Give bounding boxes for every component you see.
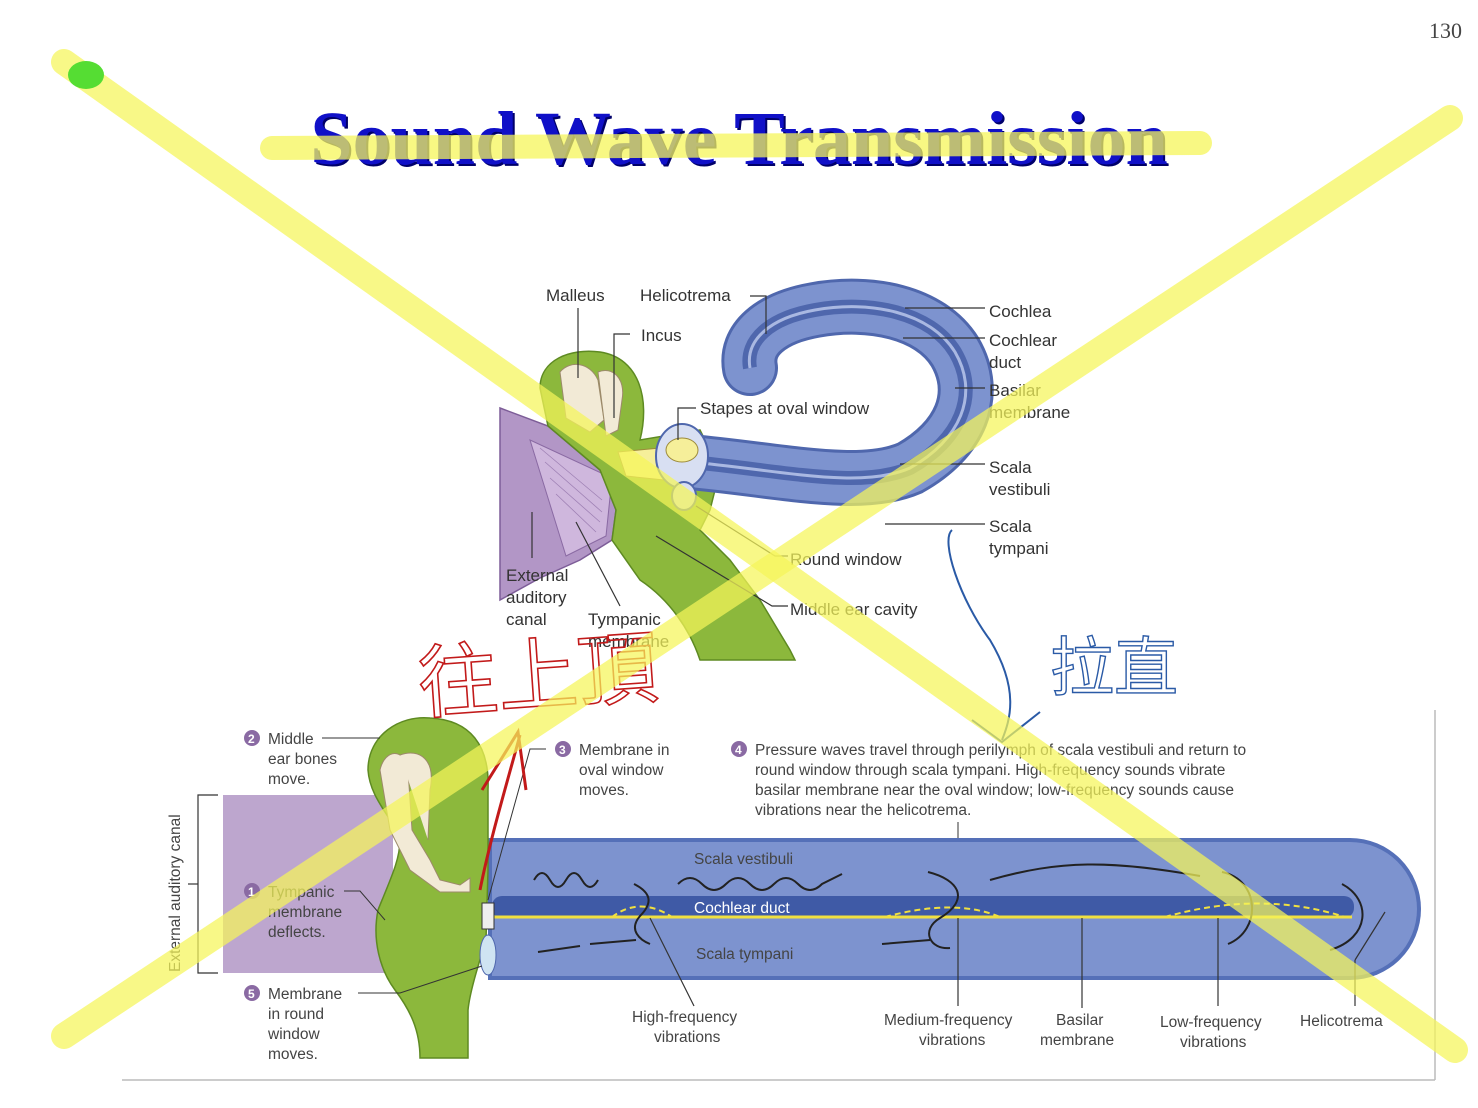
label-external-2: auditory [506,588,567,607]
green-pen-dot [68,61,104,89]
step-4-line-1: Pressure waves travel through perilymph … [755,742,1246,759]
highlighter-stroke-1 [51,49,1468,1063]
step-3-line-1: Membrane in [579,742,669,759]
page-number: 130 [1429,18,1462,43]
step-1-line-3: deflects. [268,924,326,941]
step-4-line-4: vibrations near the helicotrema. [755,802,971,819]
label-external-1: External [506,566,568,585]
step-4-line-2: round window through scala tympani. High… [755,762,1225,779]
oval-window-shape [665,437,699,463]
label-scala-tympani-1: Scala [989,517,1032,536]
step-3-line-3: moves. [579,782,629,799]
highlighter-cross [51,49,1468,1063]
highlighter-stroke-2 [51,105,1463,1049]
label-external-3: canal [506,610,547,629]
step-4-line-3: basilar membrane near the oval window; l… [755,782,1234,799]
step-3-number: 3 [559,743,566,757]
step-2-line-2: ear bones [268,751,337,768]
label-round-window: Round window [790,550,902,569]
label-high-frequency-2: vibrations [654,1029,721,1046]
inner-label-cochlear-duct: Cochlear duct [694,900,790,917]
label-medium-frequency-1: Medium-frequency [884,1012,1013,1029]
inner-label-scala-vestibuli: Scala vestibuli [694,851,793,868]
step-2: 2 Middle ear bones move. [244,730,380,788]
label-cochlear-duct-1: Cochlear [989,331,1057,350]
label-helicotrema-bottom: Helicotrema [1300,1013,1383,1030]
step-2-line-1: Middle [268,731,314,748]
side-label-external-canal: External auditory canal [167,814,184,972]
inner-label-scala-tympani: Scala tympani [696,946,793,963]
incus-shape [597,370,624,437]
label-medium-frequency-2: vibrations [919,1032,986,1049]
label-helicotrema-top: Helicotrema [640,286,731,305]
label-malleus: Malleus [546,286,605,305]
top-ear-diagram: Malleus Helicotrema Incus Stapes at oval… [499,278,1070,661]
red-arrow-shaft [478,734,522,891]
step-4-number: 4 [735,743,742,757]
title-highlight [260,131,1212,160]
label-scala-vestibuli-1: Scala [989,458,1032,477]
step-5-line-4: moves. [268,1046,318,1063]
label-incus: Incus [641,326,682,345]
step-1-line-2: membrane [268,904,342,921]
blue-annotation: 拉直 [947,529,1179,744]
step-1-number: 1 [248,885,255,899]
step-3: 3 Membrane in oval window moves. [487,741,669,901]
tympanic-membrane-shape [529,439,613,557]
step-2-number: 2 [248,732,255,746]
label-basilar-bottom-2: membrane [1040,1032,1114,1049]
blue-handwriting: 拉直 [1050,632,1178,706]
label-scala-vestibuli-2: vestibuli [989,480,1050,499]
step-5-number: 5 [248,987,255,1001]
label-scala-tympani-2: tympani [989,539,1049,558]
label-cochlear-duct-2: duct [989,353,1021,372]
label-tympanic-1: Tympanic [588,610,661,629]
step-5-line-1: Membrane [268,986,342,1003]
step-4: 4 Pressure waves travel through perilymp… [731,741,1246,838]
step-3-line-2: oval window [579,762,664,779]
label-cochlea: Cochlea [989,302,1052,321]
label-low-frequency-2: vibrations [1180,1034,1247,1051]
label-basilar-bottom-1: Basilar [1056,1012,1103,1029]
bottom-round-window [479,934,497,976]
straight-cochlear-duct [492,896,1354,918]
step-5: 5 Membrane in round window moves. [244,965,483,1063]
step-2-line-3: move. [268,771,310,788]
basilar-membrane-shape [689,305,968,480]
label-low-frequency-1: Low-frequency [1160,1014,1262,1031]
step-5-line-2: in round [268,1006,324,1023]
label-stapes: Stapes at oval window [700,399,870,418]
oval-window-box [481,902,495,930]
step-5-line-3: window [267,1026,320,1043]
label-high-frequency-1: High-frequency [632,1009,737,1026]
